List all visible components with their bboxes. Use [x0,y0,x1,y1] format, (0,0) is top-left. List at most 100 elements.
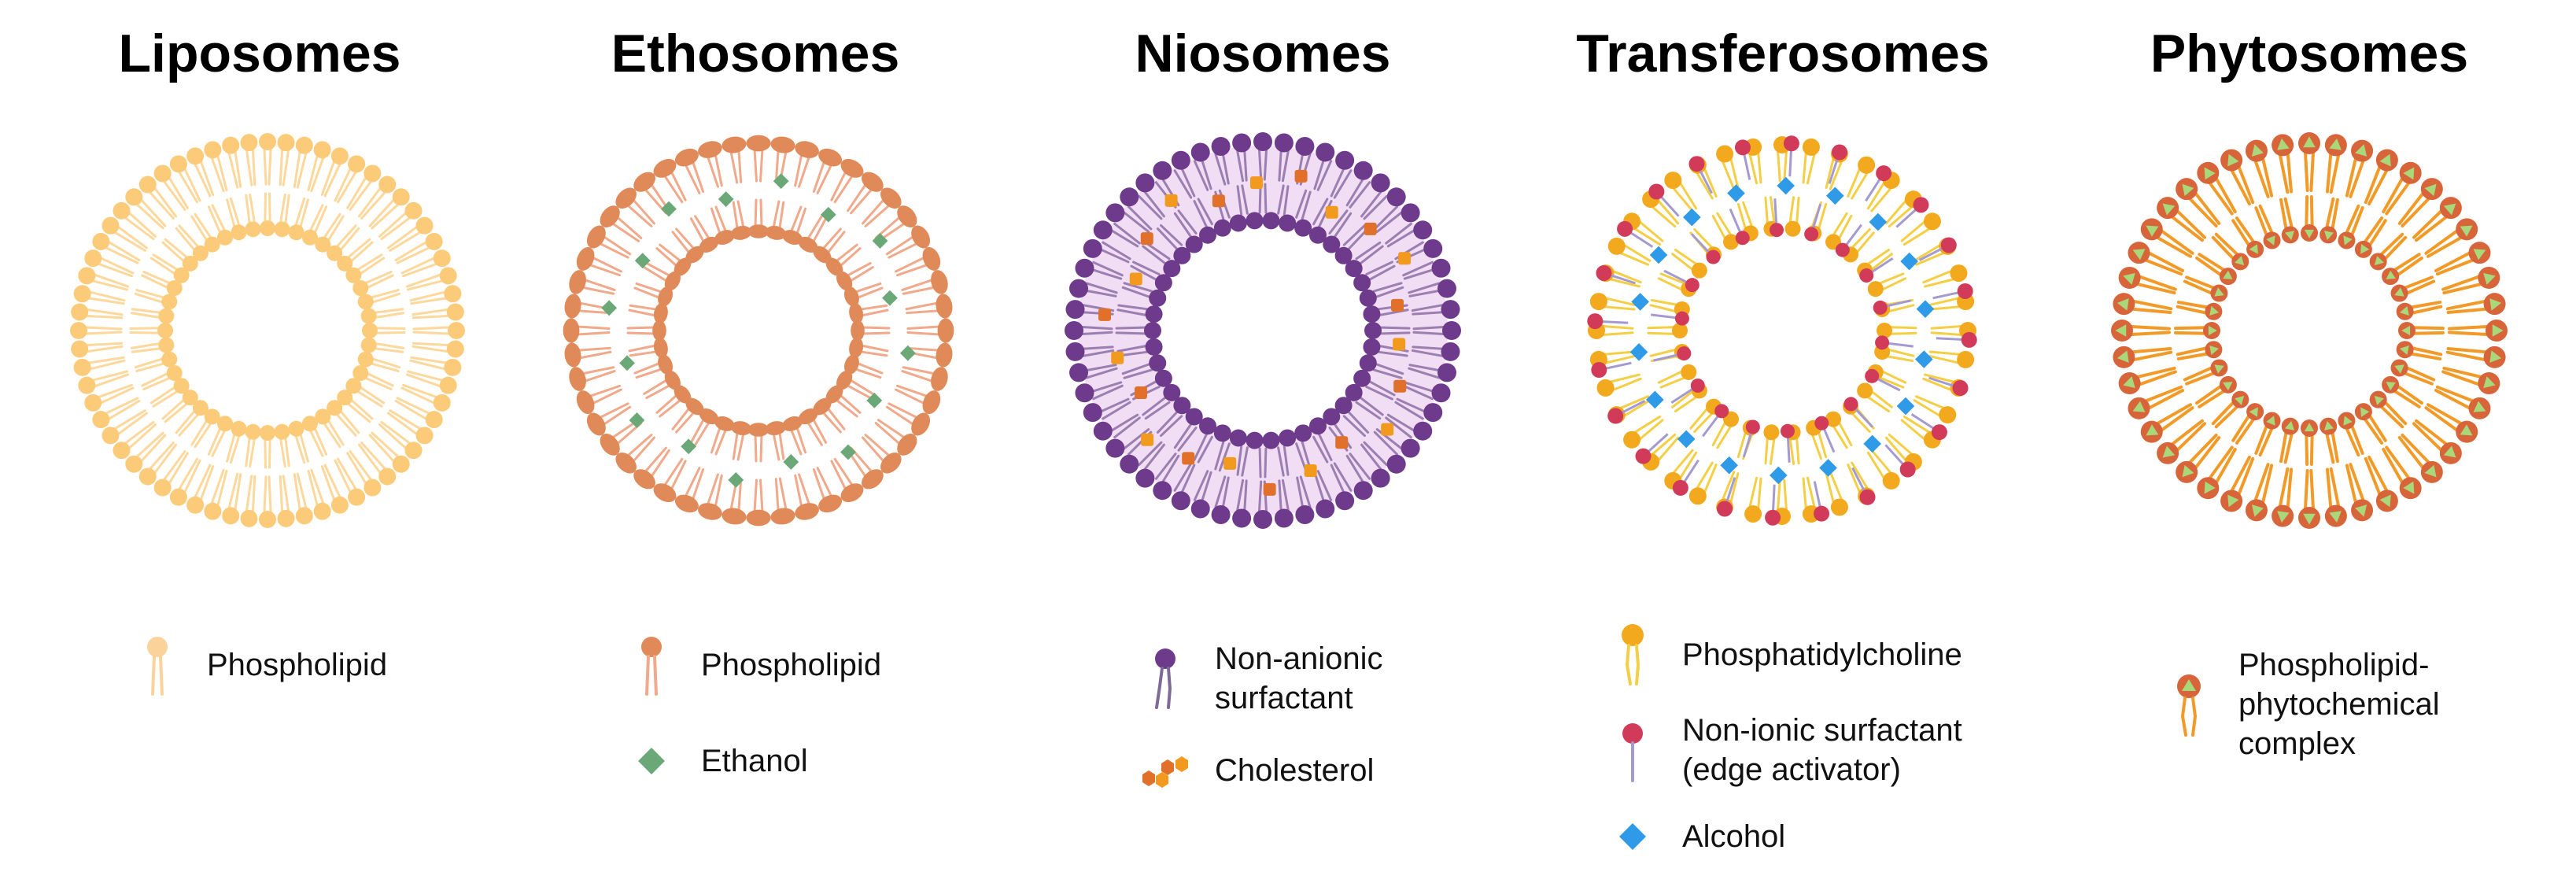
lipid-head [1253,510,1272,529]
alcohol-molecule [1896,397,1915,416]
lipid-tail [175,227,198,254]
alcohol-molecule [1819,459,1837,477]
cholesterol-molecule [1391,298,1404,312]
lipid-tail [1295,189,1308,219]
legend-label: Phospholipid [701,648,882,682]
lipid-head [615,187,637,209]
lipid-tail [245,194,252,228]
phytochemical-triangle [2403,167,2415,180]
lipid-head [931,270,948,294]
lipid-tail [2254,423,2269,455]
lipid-tail [1295,442,1308,472]
lipid-tail [209,152,225,193]
lipid-tail [772,432,781,461]
lipid-head [1229,214,1247,232]
lipid-tail [1633,227,1662,246]
lipid-tail [2131,307,2172,314]
lipid-tail [1330,464,1346,496]
cholesterol-molecule [1294,169,1308,183]
phytochemical-triangle [2483,272,2496,285]
lipid-tail [839,247,862,268]
lipid-tail [1373,205,1399,231]
phytochemical-triangle [2329,511,2342,523]
lipid-tail [1349,181,1371,209]
phytochemical-triangle [2182,183,2194,197]
lipid-tail [1328,209,1349,235]
phytochemical-triangle [2162,203,2176,216]
lipid-tail [1649,304,1678,313]
lipid-tail [264,434,267,469]
lipid-tail [830,169,848,201]
lipid-head [1664,172,1682,190]
lipid-tail [684,467,701,499]
lipid-head [1939,406,1957,424]
alcohol-molecule [1646,390,1664,409]
phytochemical-triangle [2115,324,2127,337]
lipid-tail [1221,476,1230,510]
lipid-tail [736,432,745,461]
lipid-head [1185,235,1203,253]
lipid-tail [759,146,764,183]
lipid-tail [84,290,126,302]
lipid-head [747,224,769,238]
lipid-head [1279,214,1297,232]
lipid-head [1309,226,1327,244]
lipid-tail [649,449,670,479]
lipid-tail [1696,171,1714,200]
lipid-tail [2349,463,2365,502]
lipid-head [313,141,331,159]
phytochemical-triangle [2266,235,2275,246]
lipid-head [274,221,290,238]
lipid-tail [1330,165,1346,198]
lipid-tail [2415,215,2449,242]
lipid-head [861,172,884,192]
lipid-tail [412,326,455,331]
phytochemical-triangle [2379,494,2391,508]
lipid-head [161,351,178,368]
lipid-tail [137,434,167,466]
lipid-tail [1928,354,1960,364]
lipid-tail [845,383,872,400]
lipid-tail [190,416,210,446]
lipid-tail [1618,395,1649,410]
phytochemical-triangle [2489,298,2502,311]
lipid-tail [854,368,882,379]
lipid-tail [1865,248,1891,267]
lipid-tail [409,290,451,302]
lipid-tail [1173,423,1193,449]
lipid-tail [113,412,148,438]
lipid-tail [1609,373,1640,383]
lipid-tail [1408,364,1442,372]
lipid-tail [714,152,723,187]
phytochemical-triangle [2386,382,2396,391]
lipid-tail [251,144,256,187]
phytochemical-triangle [2235,256,2245,266]
lipid-tail [1235,478,1245,513]
lipid-tail [161,241,188,265]
lipid-tail [1913,244,1942,262]
legend-transferosomes-edge-activator: Non-ionic surfactant (edge activator) [1597,711,1962,789]
liposome-vesicle [70,133,465,528]
lipid-head [1145,305,1163,323]
lipid-tail [812,159,826,194]
lipid-head [1353,161,1373,180]
lipid-tail [633,286,662,300]
lipid-tail [1109,413,1139,433]
phytochemical-triangle [2182,464,2194,478]
lipid-tail [1098,397,1130,414]
edge-activator-head [1714,404,1729,419]
lipid-tail [233,146,242,188]
lipid-tail [590,256,622,273]
lipid-tail [2411,326,2445,331]
lipid-tail [1769,436,1776,465]
phytochemical-triangle [2443,203,2456,216]
lipid-head [1149,354,1167,372]
title-ethosomes: Ethosomes [611,24,900,83]
lipid-tail [1601,325,1634,330]
lipid-head [1623,430,1641,449]
lipid-tail [394,399,431,423]
phytochemical-triangle [2360,244,2370,254]
legend-ethosomes-ethanol: Ethanol [616,726,808,796]
lipid-tail [2441,275,2481,291]
